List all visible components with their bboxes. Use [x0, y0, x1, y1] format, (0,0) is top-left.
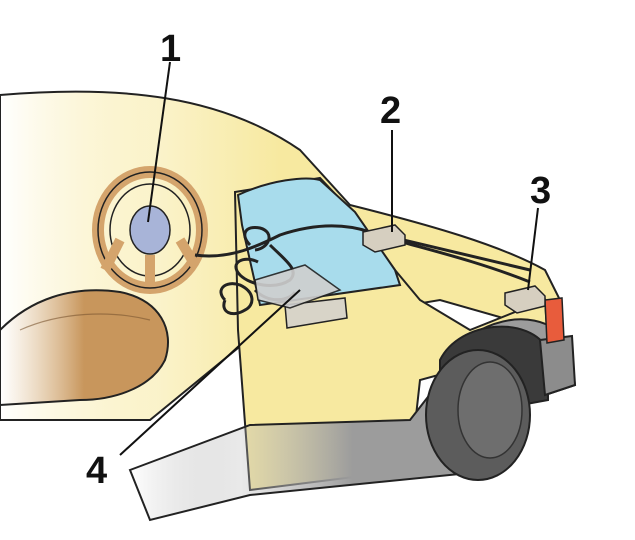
sensor-2: [362, 224, 406, 253]
seat-seam: [19, 313, 151, 331]
door-handle: [284, 297, 348, 329]
callout-3: 3: [530, 170, 552, 212]
callout-1: 1: [160, 28, 182, 70]
tire-face: [457, 361, 523, 459]
callout-2: 2: [380, 90, 402, 132]
leader-line-1: [147, 61, 171, 223]
seat-cushion: [0, 289, 169, 407]
front-bumper: [538, 334, 577, 397]
turn-light: [544, 297, 565, 344]
sensor-3: [504, 285, 546, 314]
leader-line-4: [119, 289, 301, 456]
callout-4: 4: [86, 450, 108, 492]
control-unit: [254, 264, 342, 309]
leader-line-3: [527, 207, 539, 291]
